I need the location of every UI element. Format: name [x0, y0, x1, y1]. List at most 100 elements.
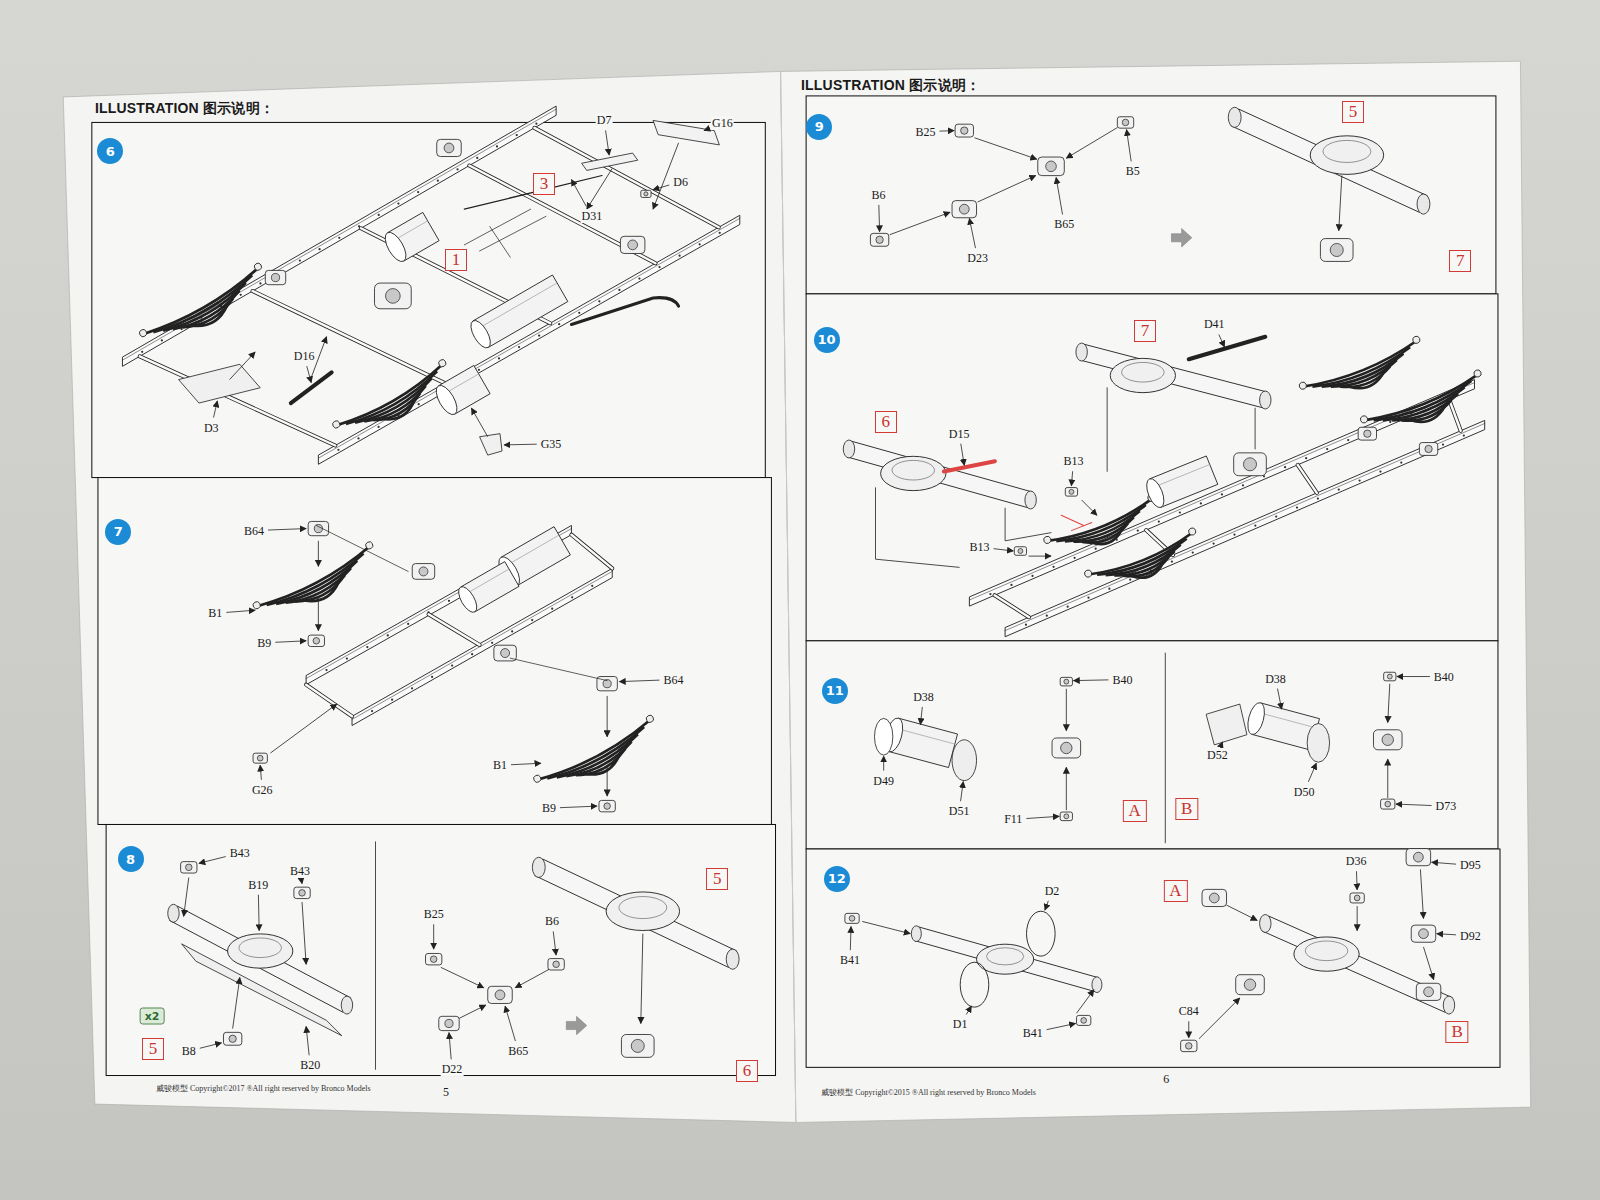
- part-number: D3: [203, 421, 220, 435]
- page-header: ILLUSTRATION 图示说明：: [801, 77, 980, 95]
- node-text: A: [1129, 801, 1141, 820]
- subassembly-marker: 6: [875, 411, 897, 433]
- leader-line: [653, 185, 669, 190]
- part-number: B1: [492, 758, 508, 772]
- part-number: D52: [1206, 748, 1229, 762]
- subassembly-marker: A: [1163, 880, 1187, 902]
- leader-line: [505, 1006, 515, 1041]
- step-number: 6: [97, 138, 123, 164]
- leader-line: [1188, 1021, 1189, 1038]
- leader-line: [433, 924, 434, 949]
- leader-line: [1056, 178, 1062, 215]
- part-number: D92: [1459, 929, 1482, 943]
- leader-line: [260, 765, 261, 779]
- leader-line: [1278, 689, 1282, 710]
- part-number: B1: [207, 606, 223, 620]
- step-number: 9: [806, 114, 832, 140]
- part-number: D49: [872, 774, 895, 788]
- leader-line: [307, 366, 311, 383]
- part-number: D41: [1203, 317, 1226, 331]
- part-number: B64: [662, 673, 684, 687]
- part-number: B9: [256, 636, 272, 650]
- node-text: 9: [815, 119, 824, 134]
- step-number: 11: [822, 678, 848, 704]
- node-text: 6: [881, 412, 890, 431]
- part-number: B5: [1125, 164, 1141, 178]
- copyright-note: 威骏模型 Copyright©2017 ®All right reserved …: [156, 1082, 371, 1093]
- part-number: D2: [1044, 884, 1061, 898]
- leader-line: [275, 641, 306, 642]
- node-text: 5: [1349, 102, 1358, 121]
- node-text: A: [1169, 881, 1181, 900]
- leader-line: [920, 707, 922, 725]
- leader-line: [1437, 934, 1456, 935]
- leader-line: [606, 130, 610, 155]
- leader-line: [258, 895, 260, 931]
- leader-line: [301, 881, 302, 883]
- part-number: G35: [540, 437, 563, 451]
- leader-line: [961, 782, 964, 802]
- part-number: D15: [948, 427, 971, 441]
- step-number: 12: [824, 866, 850, 892]
- node-text: 12: [828, 871, 846, 886]
- step-number: 8: [118, 846, 144, 872]
- part-number: B65: [507, 1044, 529, 1058]
- leader-line: [994, 549, 1014, 551]
- part-number: B6: [871, 188, 887, 202]
- leader-line: [850, 927, 852, 951]
- page-number: 5: [443, 1084, 449, 1099]
- subassembly-marker: 5: [142, 1038, 164, 1060]
- node-text: 5: [713, 869, 722, 888]
- leader-line: [1127, 130, 1132, 162]
- subassembly-marker: 6: [736, 1060, 758, 1082]
- leader-line: [504, 444, 537, 446]
- leader-line: [1045, 901, 1048, 910]
- leader-line: [268, 529, 306, 530]
- part-number: B25: [914, 125, 936, 139]
- leader-line: [1397, 676, 1430, 677]
- subassembly-marker: B: [1175, 798, 1198, 820]
- leader-line: [1073, 679, 1108, 681]
- leader-line: [1308, 763, 1316, 782]
- leader-line: [1219, 334, 1225, 346]
- leader-line: [214, 401, 218, 418]
- subassembly-marker: B: [1445, 1021, 1468, 1043]
- leader-line: [704, 129, 708, 131]
- part-number: D51: [948, 804, 971, 818]
- leader-line: [1026, 816, 1059, 818]
- leader-line: [226, 610, 255, 612]
- node-text: 3: [540, 174, 549, 193]
- part-number: B40: [1111, 673, 1133, 687]
- part-number: D95: [1459, 858, 1482, 872]
- node-text: 1: [452, 250, 461, 269]
- leader-line: [200, 1043, 222, 1048]
- part-number: D1: [952, 1017, 969, 1031]
- step-number: 7: [105, 519, 131, 545]
- leader-line: [961, 444, 964, 466]
- part-number: D36: [1345, 854, 1368, 868]
- node-text: B: [1181, 799, 1192, 818]
- subassembly-marker: 7: [1134, 320, 1156, 342]
- line-art: [63, 61, 1530, 1122]
- leader-line: [553, 931, 556, 955]
- part-number: D50: [1293, 785, 1316, 799]
- node-text: 11: [826, 683, 844, 698]
- subassembly-marker: 1: [445, 249, 467, 271]
- leader-line: [1356, 871, 1358, 890]
- part-number: D16: [293, 349, 316, 363]
- part-number: B13: [969, 540, 991, 554]
- leader-line: [1047, 1023, 1076, 1029]
- leader-line: [449, 1033, 451, 1060]
- node-text: 7: [1141, 321, 1150, 340]
- part-number: D38: [1264, 672, 1287, 686]
- page-header: ILLUSTRATION 图示说明：: [95, 100, 274, 118]
- node-text: B: [1451, 1022, 1462, 1041]
- part-number: B6: [544, 914, 560, 928]
- node-text: 7: [114, 524, 123, 539]
- part-number: B43: [289, 864, 311, 878]
- part-number: B64: [243, 524, 265, 538]
- leader-line: [1221, 742, 1222, 745]
- part-number: G16: [711, 116, 734, 130]
- subassembly-marker: 5: [706, 868, 728, 890]
